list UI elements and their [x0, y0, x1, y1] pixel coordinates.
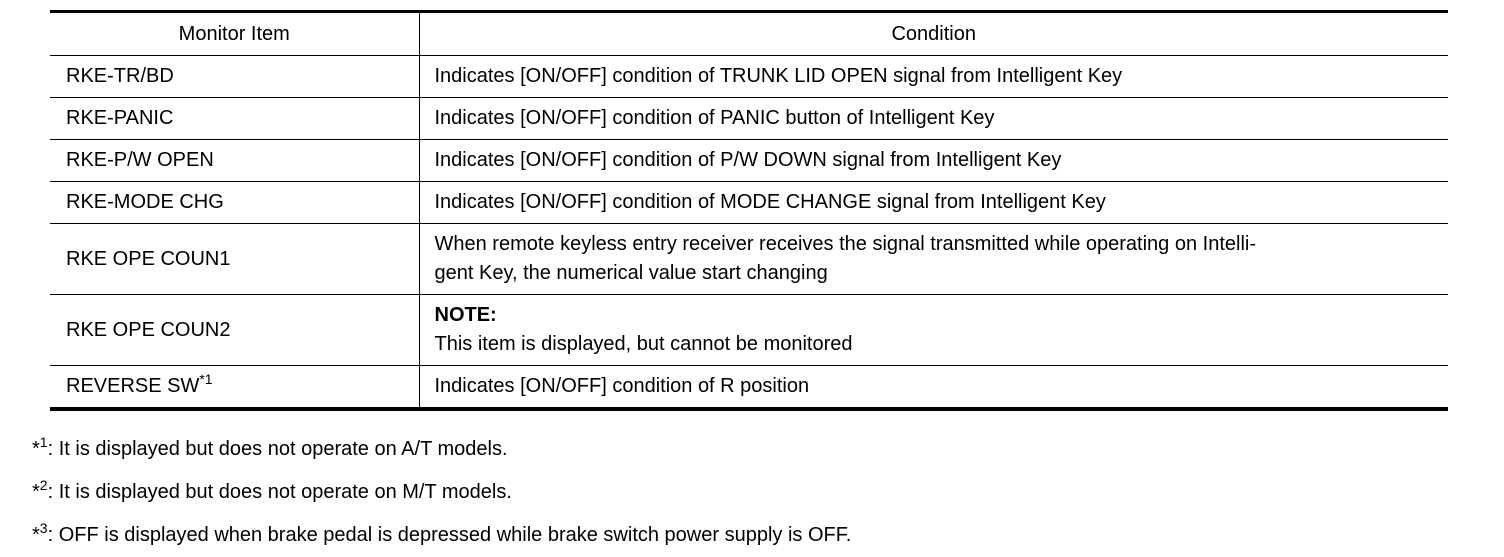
condition-line: When remote keyless entry receiver recei…	[434, 233, 1256, 255]
monitor-item-label: REVERSE SW	[66, 375, 200, 397]
footnote-text: : OFF is displayed when brake pedal is d…	[47, 524, 852, 546]
monitor-item-cell: RKE OPE COUN1	[50, 223, 419, 295]
footnotes: *1: It is displayed but does not operate…	[32, 428, 851, 557]
footnote: *1: It is displayed but does not operate…	[32, 428, 851, 471]
footnote-number: 1	[39, 434, 48, 450]
condition-cell: Indicates [ON/OFF] condition of PANIC bu…	[418, 97, 1448, 140]
condition-cell: NOTE: This item is displayed, but cannot…	[418, 294, 1448, 366]
table-row: RKE-PANIC Indicates [ON/OFF] condition o…	[50, 97, 1448, 140]
table-row: RKE-P/W OPEN Indicates [ON/OFF] conditio…	[50, 139, 1448, 182]
table-row: RKE OPE COUN1 When remote keyless entry …	[50, 223, 1448, 295]
monitor-item-cell: RKE-PANIC	[50, 97, 419, 140]
monitor-item-cell: REVERSE SW*1	[50, 365, 419, 411]
monitor-item-cell: RKE-MODE CHG	[50, 181, 419, 224]
footnote-reference: *1	[199, 371, 213, 387]
monitor-item-cell: RKE-P/W OPEN	[50, 139, 419, 182]
condition-cell: Indicates [ON/OFF] condition of P/W DOWN…	[418, 139, 1448, 182]
note-text: This item is displayed, but cannot be mo…	[434, 333, 853, 355]
monitor-table: Monitor Item Condition RKE-TR/BD Indicat…	[50, 10, 1448, 411]
condition-cell: When remote keyless entry receiver recei…	[418, 223, 1448, 295]
footnote: *3: OFF is displayed when brake pedal is…	[32, 514, 851, 557]
table-row: RKE OPE COUN2 NOTE: This item is display…	[50, 294, 1448, 366]
monitor-item-cell: RKE OPE COUN2	[50, 294, 419, 366]
monitor-item-cell: RKE-TR/BD	[50, 55, 419, 98]
condition-line: gent Key, the numerical value start chan…	[434, 262, 828, 284]
footnote-text: : It is displayed but does not operate o…	[47, 438, 508, 460]
condition-cell: Indicates [ON/OFF] condition of TRUNK LI…	[418, 55, 1448, 98]
footnote-text: : It is displayed but does not operate o…	[47, 481, 512, 503]
header-monitor-item: Monitor Item	[50, 10, 419, 56]
footnote-mark: *	[32, 524, 40, 546]
table-row: REVERSE SW*1 Indicates [ON/OFF] conditio…	[50, 365, 1448, 411]
condition-cell: Indicates [ON/OFF] condition of R positi…	[418, 365, 1448, 411]
table-row: RKE-MODE CHG Indicates [ON/OFF] conditio…	[50, 181, 1448, 224]
footnote: *2: It is displayed but does not operate…	[32, 471, 851, 514]
table-header-row: Monitor Item Condition	[50, 10, 1448, 56]
header-condition: Condition	[418, 10, 1448, 56]
note-label: NOTE:	[434, 304, 497, 326]
footnote-number: 2	[39, 477, 48, 493]
footnote-number: 3	[39, 520, 48, 536]
footnote-mark: *	[32, 481, 40, 503]
table-row: RKE-TR/BD Indicates [ON/OFF] condition o…	[50, 55, 1448, 98]
footnote-mark: *	[32, 438, 40, 460]
condition-cell: Indicates [ON/OFF] condition of MODE CHA…	[418, 181, 1448, 224]
